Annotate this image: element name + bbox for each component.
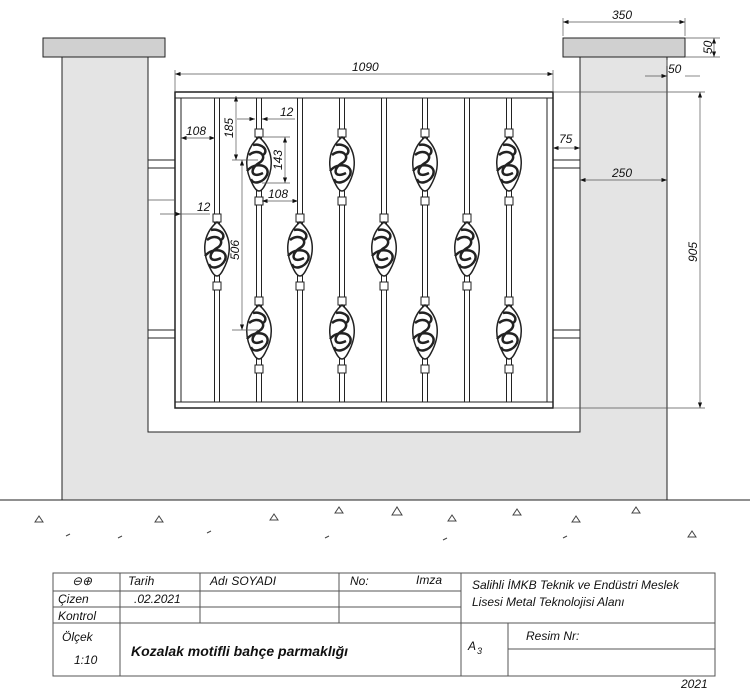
dim-bar-width: 12 (197, 200, 211, 214)
left-pillar-cap (42, 37, 166, 58)
scale-value: 1:10 (74, 653, 98, 667)
check-label: Kontrol (58, 609, 96, 623)
dim-bar-width-top: 12 (280, 105, 294, 119)
dim-frame-height: 905 (686, 242, 700, 262)
vertical-bar (256, 97, 262, 403)
school-line-1: Salihli İMKB Teknik ve Endüstri Meslek (472, 578, 680, 592)
no-label: No: (350, 574, 369, 588)
right-pillar-cap (562, 37, 686, 58)
dimension-lines (148, 18, 720, 409)
scale-label: Ölçek (62, 630, 94, 644)
dim-knot-top-offset: 185 (222, 118, 236, 138)
dim-cap-overhang: 50 (668, 62, 682, 76)
year: 2021 (680, 677, 708, 691)
dim-knot-spacing: 506 (228, 240, 242, 260)
dimension-labels: 1090 350 50 50 905 250 75 108 12 12 185 … (186, 8, 715, 262)
school-line-2: Lisesi Metal Teknolojisi Alanı (472, 595, 625, 609)
ground-hatch (34, 506, 697, 541)
name-label: Adı SOYADI (209, 574, 277, 588)
dim-side-gap: 250 (611, 166, 632, 180)
vertical-bar (339, 97, 345, 403)
drawing-title: Kozalak motifli bahçe parmaklığı (131, 643, 348, 659)
dim-edge-to-bar: 108 (186, 124, 206, 138)
paper-size: A (467, 639, 476, 653)
dim-cap-height: 50 (701, 40, 715, 54)
date-label: Tarih (128, 574, 155, 588)
sign-label: Imza (416, 573, 442, 587)
drawn-label: Çizen (58, 592, 89, 606)
projection-symbol: ⊖⊕ (72, 574, 93, 588)
dim-knot-height: 143 (271, 150, 285, 170)
drawing-no-label: Resim Nr: (526, 629, 579, 643)
railing (148, 91, 580, 409)
title-block (52, 572, 716, 677)
paper-size-sub: 3 (477, 646, 482, 656)
dim-bar-spacing: 108 (268, 187, 288, 201)
dim-overall-width: 1090 (352, 60, 379, 74)
vertical-bar (506, 97, 512, 403)
dim-post-offset: 75 (559, 132, 573, 146)
vertical-bar (422, 97, 428, 403)
wall (42, 37, 686, 501)
drawn-date: .02.2021 (134, 592, 181, 606)
dim-cap-width: 350 (612, 8, 632, 22)
title-block-text: ⊖⊕ Tarih Adı SOYADI No: Imza Çizen .02.2… (58, 573, 708, 691)
